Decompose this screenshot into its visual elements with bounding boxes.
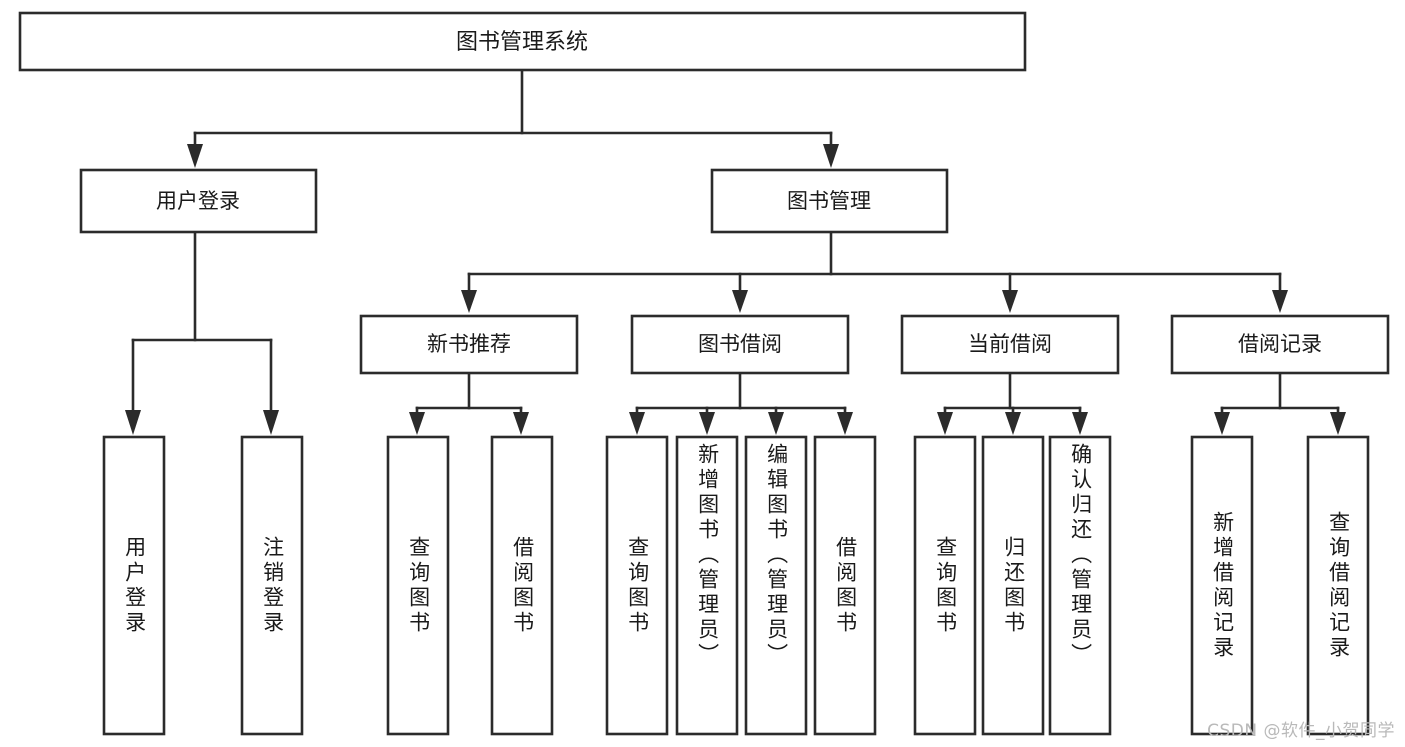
- node-label-book-borrow: 图书借阅: [698, 332, 782, 356]
- arrow-head-borrowrecord-leaf1: [1214, 412, 1230, 435]
- node-label-root: 图书管理系统: [456, 30, 588, 55]
- arrow-head-currentborrow-leaf3: [1072, 412, 1088, 435]
- node-box-borrow-record[interactable]: [1170, 314, 1390, 375]
- connectors-layer: [125, 68, 1346, 435]
- arrow-head-newbook-leaf1: [409, 412, 425, 435]
- arrow-head-leaf-user-login: [125, 410, 141, 435]
- node-box-new-book[interactable]: [359, 314, 579, 375]
- leaf-box-user-login-logout[interactable]: [240, 435, 304, 736]
- node-box-current-borrow[interactable]: [900, 314, 1120, 375]
- node-label-borrow-record: 借阅记录: [1238, 332, 1322, 356]
- nodes-layer: 图书管理系统 用户登录 图书管理 新书推荐 图书借阅 当前借阅 借阅记录: [18, 11, 1390, 736]
- arrow-head-currentborrow-leaf2: [1005, 412, 1021, 435]
- node-box-user-login[interactable]: [79, 168, 318, 234]
- node-box-root[interactable]: [18, 11, 1027, 72]
- leaf-box-borrowrecord-add[interactable]: [1190, 435, 1254, 736]
- arrow-head-currentborrow-leaf1: [937, 412, 953, 435]
- leaf-box-bookborrow-add[interactable]: [675, 435, 739, 736]
- node-label-new-book: 新书推荐: [427, 332, 511, 356]
- arrow-head-bookborrow-leaf4: [837, 412, 853, 435]
- node-label-book-manage: 图书管理: [787, 189, 871, 213]
- leaf-box-currentborrow-query[interactable]: [913, 435, 977, 736]
- arrow-head-book-borrow: [732, 290, 748, 313]
- arrow-head-bookborrow-leaf2: [699, 412, 715, 435]
- arrow-head-user-login: [187, 144, 203, 168]
- leaf-box-newbook-borrow[interactable]: [490, 435, 554, 736]
- leaf-box-user-login-login[interactable]: [102, 435, 166, 736]
- arrow-head-leaf-logout: [263, 410, 279, 435]
- node-box-book-manage[interactable]: [710, 168, 949, 234]
- arrow-head-current-borrow: [1002, 290, 1018, 313]
- arrow-head-book-manage: [823, 144, 839, 168]
- arrow-head-new-book: [461, 290, 477, 313]
- leaf-box-currentborrow-confirm[interactable]: [1048, 435, 1112, 736]
- node-box-book-borrow[interactable]: [630, 314, 850, 375]
- arrow-head-borrowrecord-leaf2: [1330, 412, 1346, 435]
- arrow-head-borrow-record: [1272, 290, 1288, 313]
- leaf-box-bookborrow-borrow[interactable]: [813, 435, 877, 736]
- leaf-box-currentborrow-return[interactable]: [981, 435, 1045, 736]
- node-label-current-borrow: 当前借阅: [968, 332, 1052, 356]
- leaf-box-borrowrecord-query[interactable]: [1306, 435, 1370, 736]
- arrow-head-newbook-leaf2: [513, 412, 529, 435]
- node-label-user-login: 用户登录: [156, 189, 240, 213]
- arrow-head-bookborrow-leaf3: [768, 412, 784, 435]
- leaf-box-bookborrow-query[interactable]: [605, 435, 669, 736]
- leaf-box-newbook-query[interactable]: [386, 435, 450, 736]
- leaf-box-bookborrow-edit[interactable]: [744, 435, 808, 736]
- watermark-text: CSDN @软件_小贺同学: [1207, 721, 1395, 741]
- arrow-head-bookborrow-leaf1: [629, 412, 645, 435]
